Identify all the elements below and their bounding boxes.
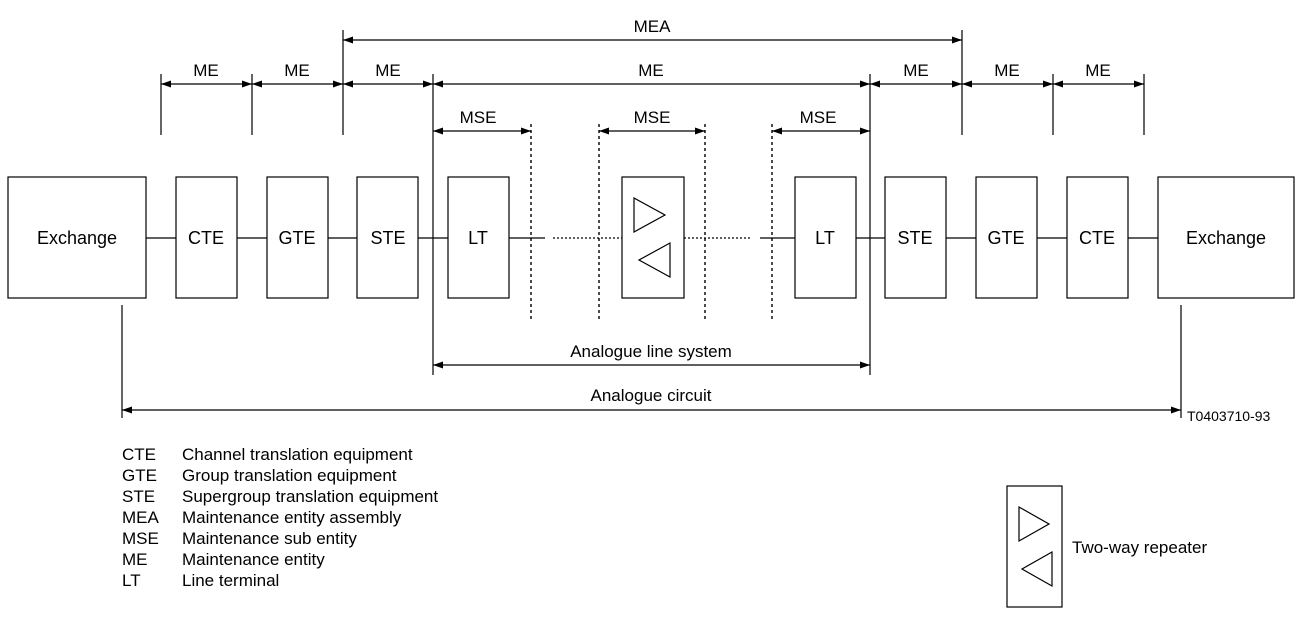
repeater-key-box	[1006, 485, 1063, 608]
me-dimension-4: ME	[433, 61, 870, 88]
figure-id: T0403710-93	[1187, 408, 1271, 424]
mse-label-2: MSE	[634, 108, 671, 127]
legend-text: Maintenance entity	[182, 550, 325, 569]
mse-dimension-3: MSE	[771, 108, 870, 320]
exchange-right-label: Exchange	[1186, 228, 1266, 248]
analogue-line-system-label: Analogue line system	[570, 342, 732, 361]
mse-label-3: MSE	[800, 108, 837, 127]
me-dimension-3: ME	[343, 61, 433, 88]
mse-label-1: MSE	[460, 108, 497, 127]
gte-right-label: GTE	[987, 228, 1024, 248]
lt-right-box: LT	[794, 176, 857, 299]
ste-right-label: STE	[897, 228, 932, 248]
me-dimension-2: ME	[252, 61, 343, 88]
me-extension-lines	[160, 70, 1145, 375]
mse-dimension-1: MSE	[433, 108, 532, 320]
me-dimension-6: ME	[962, 61, 1053, 88]
me-label-6: ME	[994, 61, 1020, 80]
legend-abbr: STE	[122, 487, 155, 506]
gte-right-box: GTE	[975, 176, 1038, 299]
legend-text: Maintenance entity assembly	[182, 508, 402, 527]
lt-left-box: LT	[447, 176, 510, 299]
me-label-1: ME	[193, 61, 219, 80]
legend-abbr: ME	[122, 550, 148, 569]
legend-text: Line terminal	[182, 571, 279, 590]
legend-text: Maintenance sub entity	[182, 529, 357, 548]
repeater-backward-triangle-icon	[637, 241, 671, 279]
repeater-key-label: Two-way repeater	[1072, 538, 1207, 557]
legend-abbr: CTE	[122, 445, 156, 464]
me-dimension-7: ME	[1053, 61, 1144, 88]
me-label-2: ME	[284, 61, 310, 80]
mse-dimension-2: MSE	[598, 108, 706, 320]
abbreviation-legend: CTE Channel translation equipment GTE Gr…	[122, 445, 438, 590]
legend-text: Group translation equipment	[182, 466, 397, 485]
exchange-left-label: Exchange	[37, 228, 117, 248]
cte-right-label: CTE	[1079, 228, 1115, 248]
analogue-circuit-label: Analogue circuit	[591, 386, 712, 405]
repeater-key-forward-triangle-icon	[1018, 505, 1051, 543]
gte-left-box: GTE	[266, 176, 329, 299]
me-dimension-1: ME	[161, 61, 252, 88]
legend-abbr: GTE	[122, 466, 157, 485]
me-label-3: ME	[375, 61, 401, 80]
cte-left-box: CTE	[175, 176, 238, 299]
exchange-left-box: Exchange	[7, 176, 147, 299]
lt-right-label: LT	[815, 228, 835, 248]
repeater-forward-triangle-icon	[633, 196, 667, 234]
legend-text: Channel translation equipment	[182, 445, 413, 464]
gte-left-label: GTE	[278, 228, 315, 248]
legend-abbr: MEA	[122, 508, 160, 527]
analogue-circuit-dimension: Analogue circuit	[121, 305, 1182, 418]
repeater-key: Two-way repeater	[1006, 485, 1207, 608]
analogue-line-system-dimension: Analogue line system	[433, 342, 870, 369]
me-label-7: ME	[1085, 61, 1111, 80]
cte-right-box: CTE	[1066, 176, 1129, 299]
cte-left-label: CTE	[188, 228, 224, 248]
legend-abbr: MSE	[122, 529, 159, 548]
mea-label: MEA	[634, 17, 672, 36]
two-way-repeater-box	[621, 176, 685, 299]
ste-left-box: STE	[356, 176, 419, 299]
me-dimension-5: ME	[870, 61, 962, 88]
ste-right-box: STE	[884, 176, 947, 299]
legend-text: Supergroup translation equipment	[182, 487, 438, 506]
ste-left-label: STE	[370, 228, 405, 248]
exchange-right-box: Exchange	[1157, 176, 1295, 299]
me-label-5: ME	[903, 61, 929, 80]
me-label-4: ME	[638, 61, 664, 80]
lt-left-label: LT	[468, 228, 488, 248]
legend-abbr: LT	[122, 571, 141, 590]
repeater-key-backward-triangle-icon	[1020, 550, 1053, 588]
mea-dimension: MEA	[342, 17, 963, 135]
